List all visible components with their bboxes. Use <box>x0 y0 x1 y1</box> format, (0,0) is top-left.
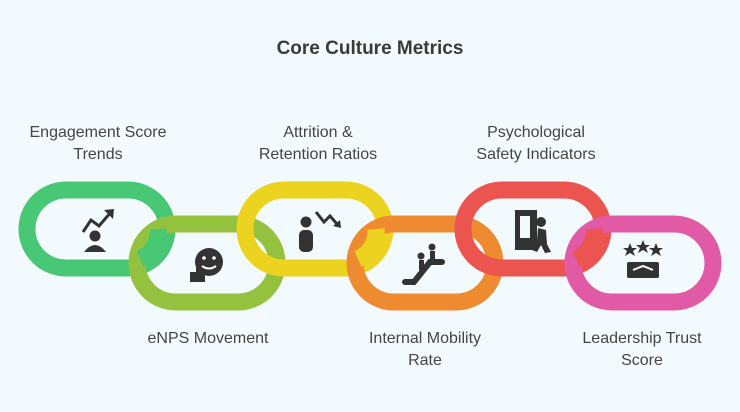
link-safety-overlap <box>572 228 603 267</box>
diagram-title: Core Culture Metrics <box>276 38 464 59</box>
label-attrition-retention: Attrition &Retention Ratios <box>258 124 378 163</box>
door-person-icon <box>515 210 551 253</box>
escalator-icon <box>402 243 445 285</box>
growth-person-icon <box>81 209 114 252</box>
link-leadership <box>564 215 722 311</box>
label-enps-movement: eNPS Movement <box>147 330 269 347</box>
stars-handshake-icon <box>623 240 663 278</box>
link-engagement-overlap <box>136 228 167 267</box>
person-down-arrow-icon <box>299 211 341 252</box>
thumbs-up-face-icon <box>190 248 223 282</box>
link-attrition-overlap <box>354 228 385 267</box>
